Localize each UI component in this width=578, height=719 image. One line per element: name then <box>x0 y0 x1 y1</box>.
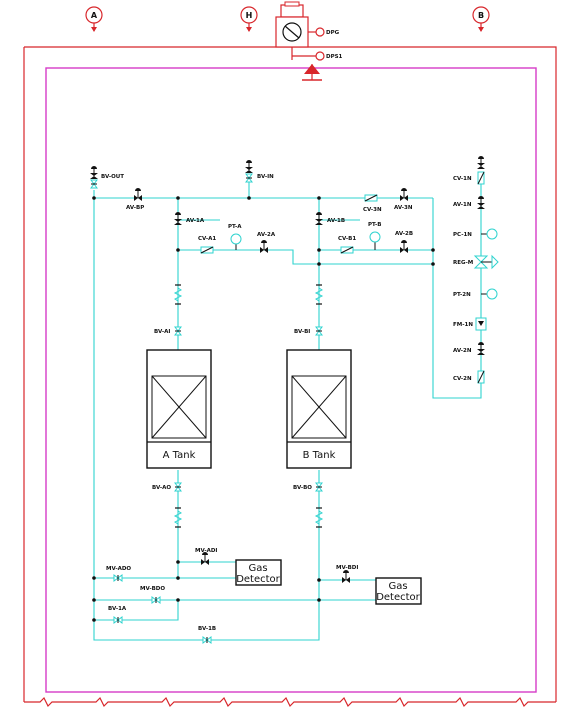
bv-in-valve[interactable]: BV-IN <box>244 159 274 183</box>
av-1a-valve[interactable]: AV-1A <box>173 211 205 226</box>
gas-detector-b-line1: Gas <box>388 581 407 592</box>
mv-bdi-label: MV-BDI <box>336 565 358 571</box>
dps-label: DPS1 <box>326 54 343 60</box>
mv-bdo-label: MV-BDO <box>140 586 165 592</box>
cv-a1-valve[interactable]: CV-A1 <box>198 236 216 254</box>
cv-1n-valve[interactable]: CV-1N <box>453 155 486 185</box>
pipe-junctions <box>92 196 435 622</box>
fm-1n-label: FM-1N <box>453 322 473 328</box>
av-1a-label: AV-1A <box>186 218 205 224</box>
bv-ai-label: BV-AI <box>154 329 170 335</box>
av-3n-valve[interactable]: AV-3N <box>394 187 413 211</box>
reg-m-regulator[interactable]: REG-M <box>453 254 499 270</box>
bv-1a-label: BV-1A <box>108 606 127 612</box>
column-marker-h-label: H <box>246 11 253 20</box>
cv-2n-valve[interactable]: CV-2N <box>453 370 485 384</box>
gas-detector-b[interactable]: Gas Detector <box>375 577 422 605</box>
tank-a-label: A Tank <box>163 450 196 461</box>
dpg-gauge-icon <box>315 27 325 37</box>
pt-b-gauge[interactable]: PT-B <box>368 222 381 250</box>
bv-1b-label: BV-1B <box>198 626 216 632</box>
gas-detector-a[interactable]: Gas Detector <box>235 559 282 586</box>
bv-1b-valve[interactable]: BV-1B <box>198 626 216 644</box>
bv-in-label: BV-IN <box>257 174 274 180</box>
av-2b-label: AV-2B <box>395 231 413 237</box>
mv-ado-valve[interactable]: MV-ADO <box>106 566 131 582</box>
pc-1n-icon <box>486 228 498 240</box>
cv-b1-label: CV-B1 <box>338 236 356 242</box>
bv-out-valve[interactable]: BV-OUT <box>89 165 124 189</box>
pt-2n-label: PT-2N <box>453 292 471 298</box>
bv-bo-label: BV-BO <box>293 485 312 491</box>
gas-detector-b-line2: Detector <box>376 592 420 603</box>
reg-m-label: REG-M <box>453 260 473 266</box>
gas-detector-a-line1: Gas <box>248 563 267 574</box>
pt-b-gauge-icon <box>369 231 381 243</box>
column-marker-b: B <box>472 6 490 32</box>
bv-out-label: BV-OUT <box>101 174 124 180</box>
cv-3n-valve[interactable]: CV-3N <box>363 194 382 213</box>
column-marker-h: H <box>240 6 258 32</box>
column-marker-a-label: A <box>91 11 98 20</box>
bellows-b-bottom <box>315 507 323 528</box>
tank-a[interactable]: A Tank <box>146 349 212 469</box>
pt-a-gauge[interactable]: PT-A <box>228 224 242 250</box>
pt-2n-icon <box>486 288 498 300</box>
outer-building-frame <box>23 46 557 708</box>
av-2n-valve[interactable]: AV-2N <box>453 341 486 356</box>
cv-a1-label: CV-A1 <box>198 236 216 242</box>
bv-ao-label: BV-AO <box>152 485 171 491</box>
pc-1n-label: PC-1N <box>453 232 472 238</box>
av-1n-label: AV-1N <box>453 202 472 208</box>
tank-b[interactable]: B Tank <box>286 349 352 469</box>
dpg-label: DPG <box>326 30 340 36</box>
gas-detector-a-line2: Detector <box>236 574 280 585</box>
mv-bdo-valve[interactable]: MV-BDO <box>140 586 165 604</box>
roof-vent-assembly: DPG DPS1 <box>275 1 343 81</box>
bv-bi-valve[interactable]: BV-BI <box>294 326 323 336</box>
tank-b-label: B Tank <box>303 450 336 461</box>
av-2a-label: AV-2A <box>257 232 276 238</box>
av-2n-label: AV-2N <box>453 348 472 354</box>
av-bp-valve[interactable]: AV-BP <box>126 187 144 211</box>
bv-bi-label: BV-BI <box>294 329 310 335</box>
cv-2n-label: CV-2N <box>453 376 472 382</box>
pt-a-gauge-icon <box>230 233 242 245</box>
av-1b-label: AV-1B <box>327 218 345 224</box>
av-bp-label: AV-BP <box>126 205 144 211</box>
pt-b-label: PT-B <box>368 222 381 228</box>
bv-ao-valve[interactable]: BV-AO <box>152 482 182 492</box>
dps-switch-icon <box>315 51 325 61</box>
inner-room-frame <box>45 67 537 693</box>
fm-1n-flowmeter[interactable]: FM-1N <box>453 317 487 331</box>
mv-adi-label: MV-ADI <box>195 548 217 554</box>
mv-bdi-valve[interactable]: MV-BDI <box>336 565 358 584</box>
bellows-b-top <box>315 284 323 305</box>
cv-1n-label: CV-1N <box>453 176 472 182</box>
pt-a-label: PT-A <box>228 224 242 230</box>
mv-adi-valve[interactable]: MV-ADI <box>195 548 217 566</box>
column-marker-a: A <box>85 6 103 32</box>
av-2a-valve[interactable]: AV-2A <box>257 232 276 254</box>
av-3n-label: AV-3N <box>394 205 413 211</box>
bellows-a-top <box>174 284 182 305</box>
bellows-a-bottom <box>174 507 182 528</box>
av-1n-valve[interactable]: AV-1N <box>453 195 486 210</box>
cv-3n-label: CV-3N <box>363 207 382 213</box>
pt-2n-gauge[interactable]: PT-2N <box>453 288 498 300</box>
av-2b-valve[interactable]: AV-2B <box>395 231 413 254</box>
cv-b1-valve[interactable]: CV-B1 <box>338 236 356 254</box>
bv-bo-valve[interactable]: BV-BO <box>293 482 323 492</box>
bv-1a-valve[interactable]: BV-1A <box>108 606 127 624</box>
column-marker-b-label: B <box>478 11 484 20</box>
bv-ai-valve[interactable]: BV-AI <box>154 326 182 336</box>
mv-ado-label: MV-ADO <box>106 566 131 572</box>
av-1b-valve[interactable]: AV-1B <box>314 211 345 226</box>
pc-1n-controller[interactable]: PC-1N <box>453 228 498 240</box>
